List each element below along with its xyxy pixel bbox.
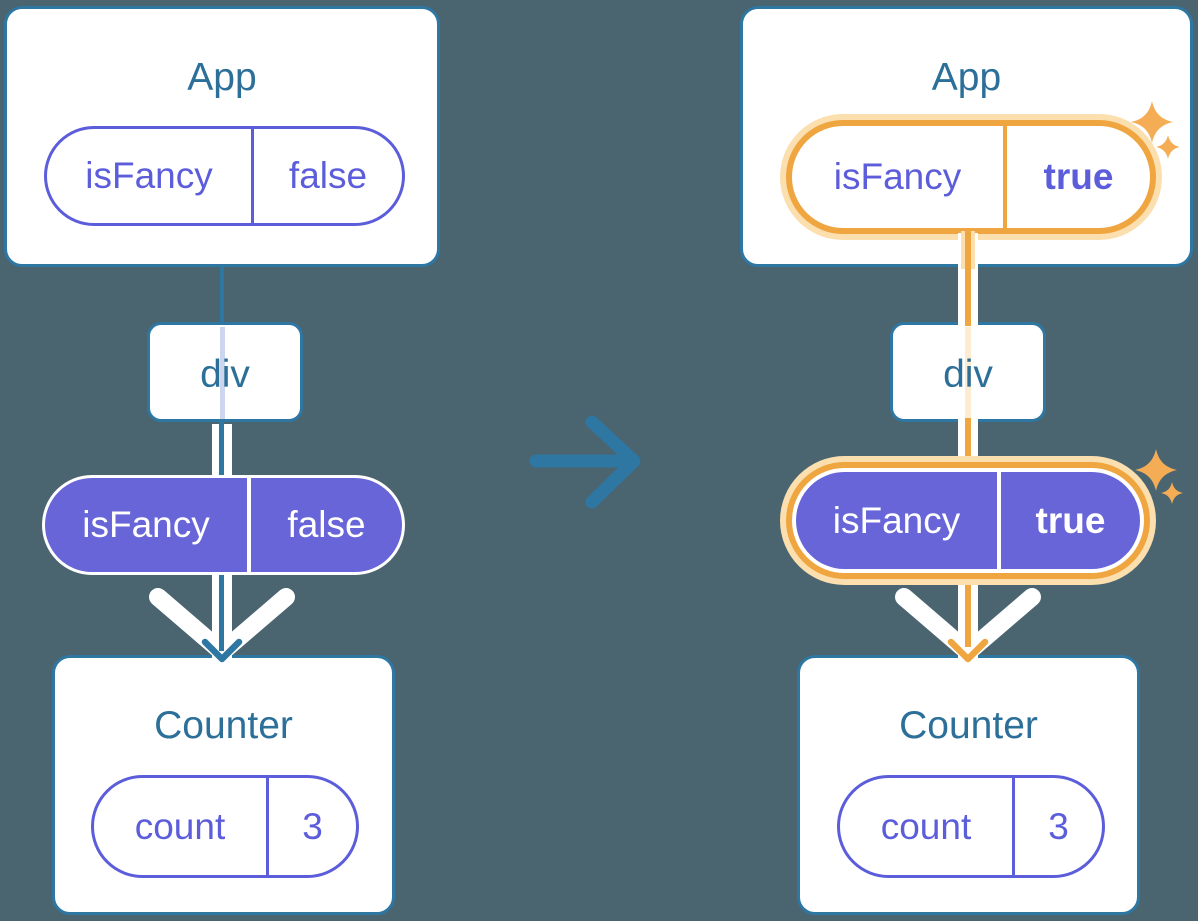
prop-name-cell: isFancy [82,504,210,545]
arrow-down-head-icon-before [201,638,243,663]
prop-name-cell: isFancy [833,156,962,197]
state-pill-app-before: isFancy false [44,126,405,226]
component-title: App [931,56,1002,99]
component-title: Counter [899,704,1038,747]
sparkle-icon [1161,482,1183,504]
state-pill-counter-before: count 3 [91,775,359,878]
component-title: div [943,353,993,396]
pill-divider [997,472,1001,569]
prop-name-cell: isFancy [832,499,961,541]
prop-value-cell: false [288,155,368,196]
context-tint-line-before [220,327,225,419]
pill-divider [247,478,251,572]
state-value-cell: 3 [302,805,323,847]
prop-name-cell: isFancy [85,155,213,196]
sparkle-icon [1156,135,1180,159]
component-title: App [187,56,257,99]
pill-divider [266,778,269,875]
component-title: div [200,353,250,396]
prop-line-after-upper [965,231,971,326]
div-card-before: div [147,322,303,422]
component-title: Counter [154,704,293,747]
transition-arrow-right-icon [529,415,641,509]
state-pill-counter-after: count 3 [837,775,1105,878]
prop-value-cell: true [1043,156,1114,197]
sparkle-icon [1131,101,1173,143]
sparkle-icon [1135,449,1177,491]
context-tint-line-after [965,327,971,419]
prop-value-cell: false [287,504,366,545]
state-name-cell: count [880,805,972,847]
state-pill-app-after-highlighted: isFancy true [786,120,1156,234]
passed-prop-pill-before: isFancy false [42,475,405,575]
pill-divider [251,129,254,223]
pill-divider [1012,778,1015,875]
state-name-cell: count [134,805,226,847]
context-line-before [220,250,224,330]
app-card-after: App isFancy true [740,6,1193,267]
prop-value-cell: true [1035,499,1106,541]
passed-prop-pill-inner: isFancy true [796,472,1140,569]
passed-prop-pill-after-highlighted: isFancy true [786,462,1150,579]
app-card-before: App isFancy false [4,6,440,267]
state-value-cell: 3 [1048,805,1069,847]
pill-divider [1003,126,1007,228]
counter-card-after: Counter count 3 [797,655,1140,915]
arrow-down-head-icon-after [947,638,989,663]
counter-card-before: Counter count 3 [52,655,395,915]
